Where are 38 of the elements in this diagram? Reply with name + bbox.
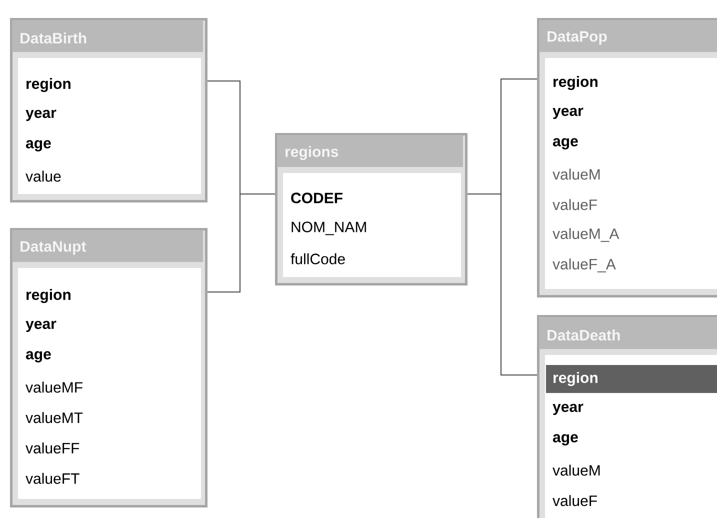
- field-name: year: [26, 110, 56, 121]
- field-name: valueFF: [26, 442, 80, 454]
- field-name: region: [26, 288, 70, 304]
- field-name: valueF_A: [552, 258, 616, 272]
- field-name: valueMF: [26, 382, 82, 393]
- field-name: valueM: [552, 464, 600, 476]
- field-name: year: [26, 320, 56, 332]
- field-name: NOM_NAM: [292, 222, 366, 236]
- field-name: valueM_A: [552, 228, 620, 242]
- table-box: [10, 18, 208, 202]
- field-name: CODEF: [291, 192, 342, 204]
- field-name: region: [26, 78, 70, 92]
- table-title: DataPop: [548, 31, 607, 45]
- field-name: region: [554, 372, 598, 386]
- field-name: valueM: [552, 168, 600, 180]
- field-name: valueMT: [26, 412, 83, 424]
- table-box: [537, 315, 717, 518]
- table-title: regions: [286, 146, 338, 160]
- field-name: age: [552, 434, 578, 446]
- relationship-line: [467, 194, 538, 376]
- table-box: [275, 133, 468, 286]
- field-name: fullCode: [290, 253, 345, 264]
- table-title: DataDeath: [548, 329, 620, 340]
- field-name: valueF: [552, 495, 597, 506]
- field-name: year: [552, 404, 584, 415]
- table-box: [537, 18, 717, 298]
- field-name: valueF: [552, 199, 597, 210]
- relationship-line: [207, 194, 276, 292]
- table-title: DataBirth: [20, 32, 86, 44]
- field-name: region: [554, 76, 598, 90]
- field-name: age: [552, 138, 578, 150]
- field-name: age: [26, 351, 51, 362]
- field-name: valueFT: [26, 472, 80, 484]
- table-title: DataNupt: [20, 241, 86, 255]
- field-name: age: [26, 140, 51, 152]
- field-name: value: [26, 170, 61, 182]
- table-box: [10, 228, 208, 508]
- field-name: year: [552, 108, 584, 119]
